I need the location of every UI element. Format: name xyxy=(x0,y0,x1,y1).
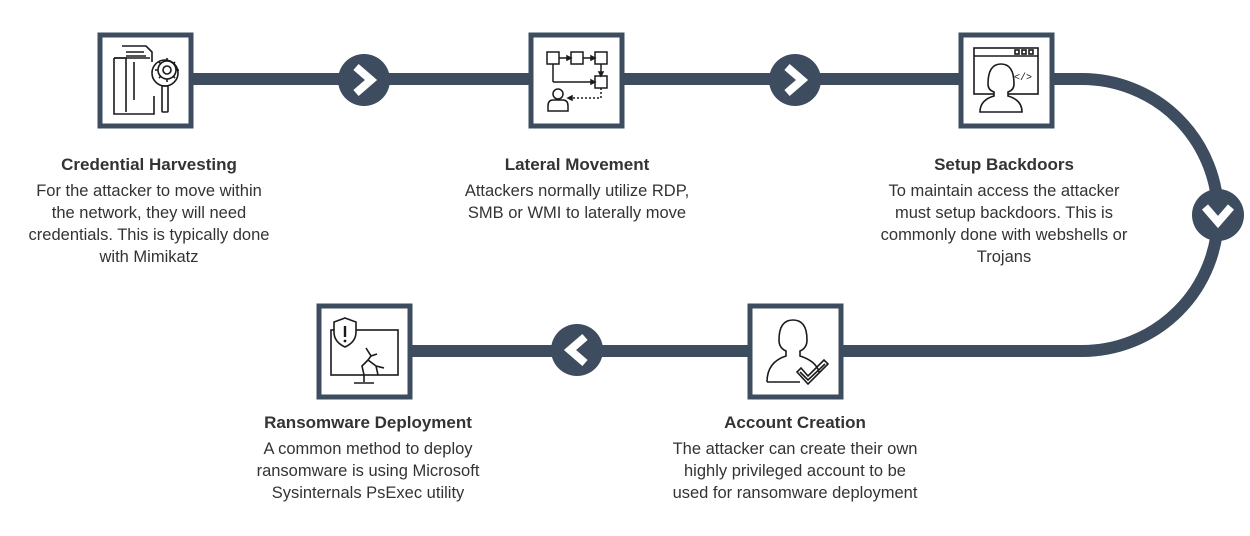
step-box-account-creation xyxy=(747,303,844,400)
connector-chevron-2 xyxy=(769,54,821,106)
account-creation-icon xyxy=(766,319,830,386)
step-desc-ransomware-deployment: A common method to deploy ransomware is … xyxy=(256,440,480,502)
step-desc-credential-harvesting: For the attacker to move within the netw… xyxy=(28,182,270,266)
step-title-lateral-movement: Lateral Movement xyxy=(504,155,650,174)
step-box-ransomware-deployment xyxy=(316,303,413,400)
lateral-movement-icon xyxy=(546,51,608,112)
chevron-left-icon xyxy=(563,333,588,367)
chevron-down-icon xyxy=(1201,204,1235,229)
step-desc-lateral-movement: Attackers normally utilize RDP, SMB or W… xyxy=(464,182,690,222)
chevron-right-icon xyxy=(353,63,378,97)
connector-chevron-1 xyxy=(338,54,390,106)
credential-harvest-icon xyxy=(113,45,179,115)
step-title-account-creation: Account Creation xyxy=(724,413,866,432)
step-box-setup-backdoors: </> xyxy=(958,32,1055,129)
backdoor-icon: </> xyxy=(973,47,1039,113)
connector-chevron-3 xyxy=(1192,189,1244,241)
step-title-setup-backdoors: Setup Backdoors xyxy=(934,155,1074,174)
step-desc-setup-backdoors: To maintain access the attacker must set… xyxy=(880,182,1128,266)
svg-text:</>: </> xyxy=(1014,72,1032,84)
chevron-right-icon xyxy=(784,63,809,97)
step-box-credential-harvesting xyxy=(97,32,194,129)
step-title-ransomware-deployment: Ransomware Deployment xyxy=(264,413,472,432)
step-box-lateral-movement xyxy=(528,32,625,129)
ransomware-deployment-icon xyxy=(330,317,399,384)
step-desc-account-creation: The attacker can create their own highly… xyxy=(672,440,918,502)
connector-chevron-4 xyxy=(551,324,603,376)
step-title-credential-harvesting: Credential Harvesting xyxy=(61,155,237,174)
